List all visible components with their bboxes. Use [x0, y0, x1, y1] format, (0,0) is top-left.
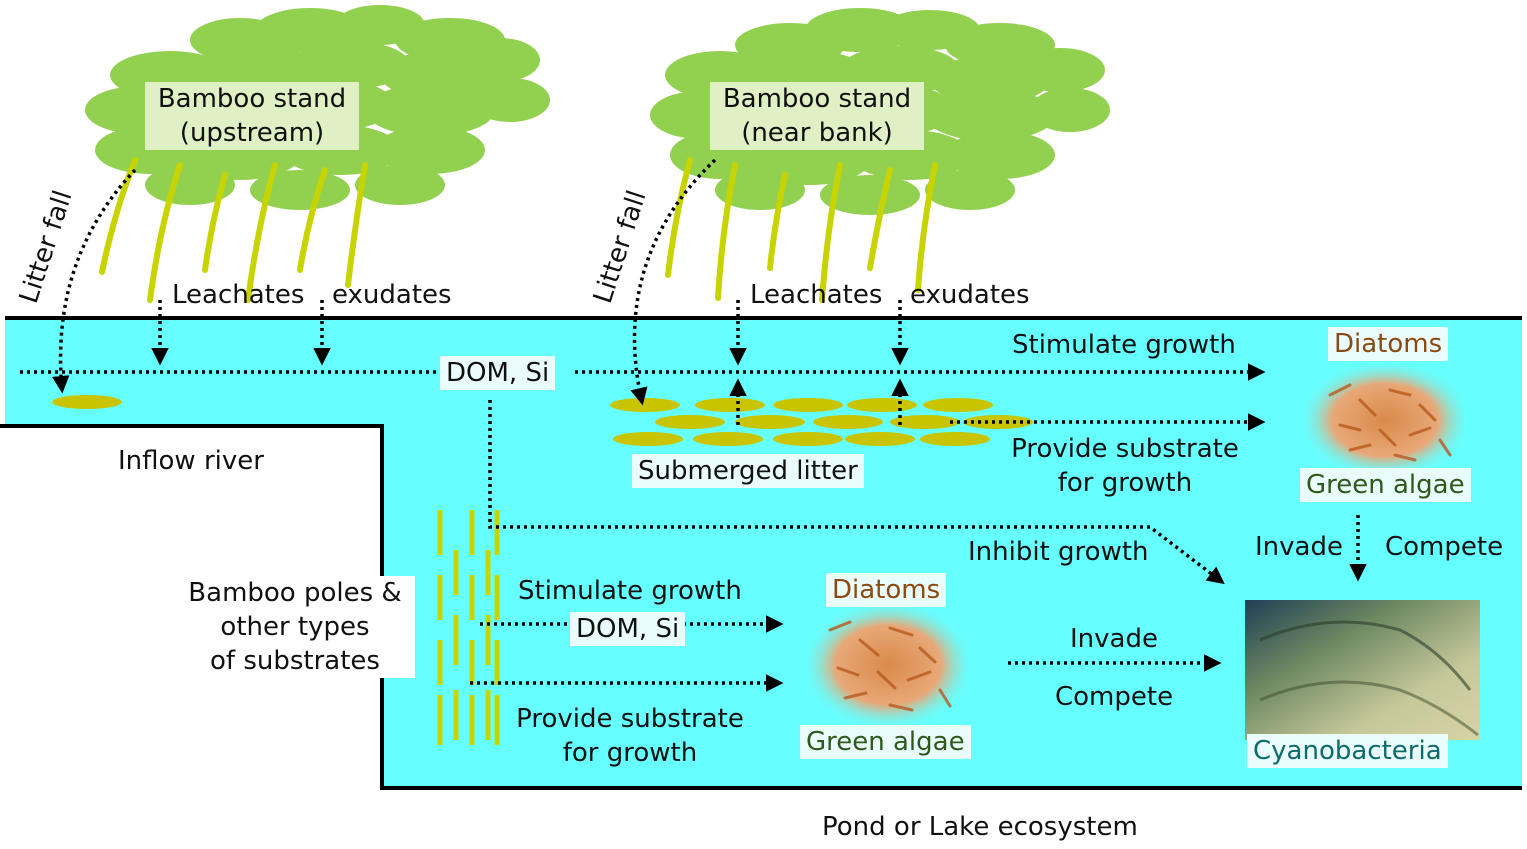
- label-diatoms-center: Diatoms: [826, 573, 947, 607]
- label-inflow-river: Inflow river: [118, 446, 264, 476]
- label-provide-substrate-top-line1: Provide substrate: [1011, 434, 1239, 464]
- label-compete-bottom: Compete: [1055, 682, 1174, 712]
- label-compete-top: Compete: [1385, 532, 1504, 562]
- label-invade-bottom: Invade: [1070, 624, 1158, 654]
- arrow-inhibit-growth: [488, 400, 1225, 585]
- label-bamboo-poles-line2: other types: [220, 612, 370, 642]
- algae-image-center: [808, 605, 968, 725]
- label-exudates-1: exudates: [332, 280, 452, 310]
- floating-litter: [52, 395, 122, 409]
- label-green-algae-right: Green algae: [1300, 468, 1471, 502]
- label-provide-substrate-bottom: Provide substrate for growth: [505, 702, 755, 770]
- submerged-litter-pile: [610, 398, 1033, 446]
- label-invade-top: Invade: [1255, 532, 1343, 562]
- label-diatoms-right: Diatoms: [1328, 327, 1449, 361]
- cyanobacteria-image: [1245, 600, 1480, 740]
- label-dom-si-bottom: DOM, Si: [570, 612, 686, 646]
- label-leachates-1: Leachates: [172, 280, 305, 310]
- label-provide-substrate-bottom-line1: Provide substrate: [516, 704, 744, 734]
- label-stimulate-growth-top: Stimulate growth: [1012, 330, 1236, 360]
- label-green-algae-center: Green algae: [800, 725, 971, 759]
- arrow-litter-fall-near-bank: [630, 158, 717, 406]
- label-bamboo-near-bank-line1: Bamboo stand: [722, 84, 912, 114]
- label-cyanobacteria: Cyanobacteria: [1247, 734, 1448, 768]
- label-provide-substrate-bottom-line2: for growth: [562, 738, 698, 768]
- label-pond-lake: Pond or Lake ecosystem: [822, 812, 1138, 842]
- label-stimulate-growth-bottom: Stimulate growth: [518, 576, 742, 606]
- label-provide-substrate-top-line2: for growth: [1057, 468, 1193, 498]
- label-bamboo-poles-line3: of substrates: [210, 646, 380, 676]
- arrow-litter-fall-upstream: [52, 168, 137, 394]
- label-bamboo-near-bank-line2: (near bank): [741, 118, 893, 148]
- label-leachates-2: Leachates: [750, 280, 883, 310]
- label-provide-substrate-top: Provide substrate for growth: [1000, 432, 1250, 500]
- label-bamboo-poles-line1: Bamboo poles &: [188, 578, 402, 608]
- algae-image-right: [1305, 365, 1465, 475]
- bamboo-stems-upstream: [99, 157, 368, 303]
- bamboo-poles: [437, 510, 500, 745]
- label-bamboo-near-bank: Bamboo stand (near bank): [710, 82, 924, 150]
- label-exudates-2: exudates: [910, 280, 1030, 310]
- label-submerged-litter: Submerged litter: [632, 454, 864, 488]
- bamboo-stems-near-bank: [665, 157, 938, 303]
- label-bamboo-upstream-line2: (upstream): [179, 118, 325, 148]
- label-bamboo-poles: Bamboo poles & other types of substrates: [175, 576, 415, 678]
- label-inhibit-growth: Inhibit growth: [968, 537, 1149, 567]
- label-dom-si-top: DOM, Si: [440, 356, 556, 390]
- label-bamboo-upstream: Bamboo stand (upstream): [145, 82, 359, 150]
- label-bamboo-upstream-line1: Bamboo stand: [157, 84, 347, 114]
